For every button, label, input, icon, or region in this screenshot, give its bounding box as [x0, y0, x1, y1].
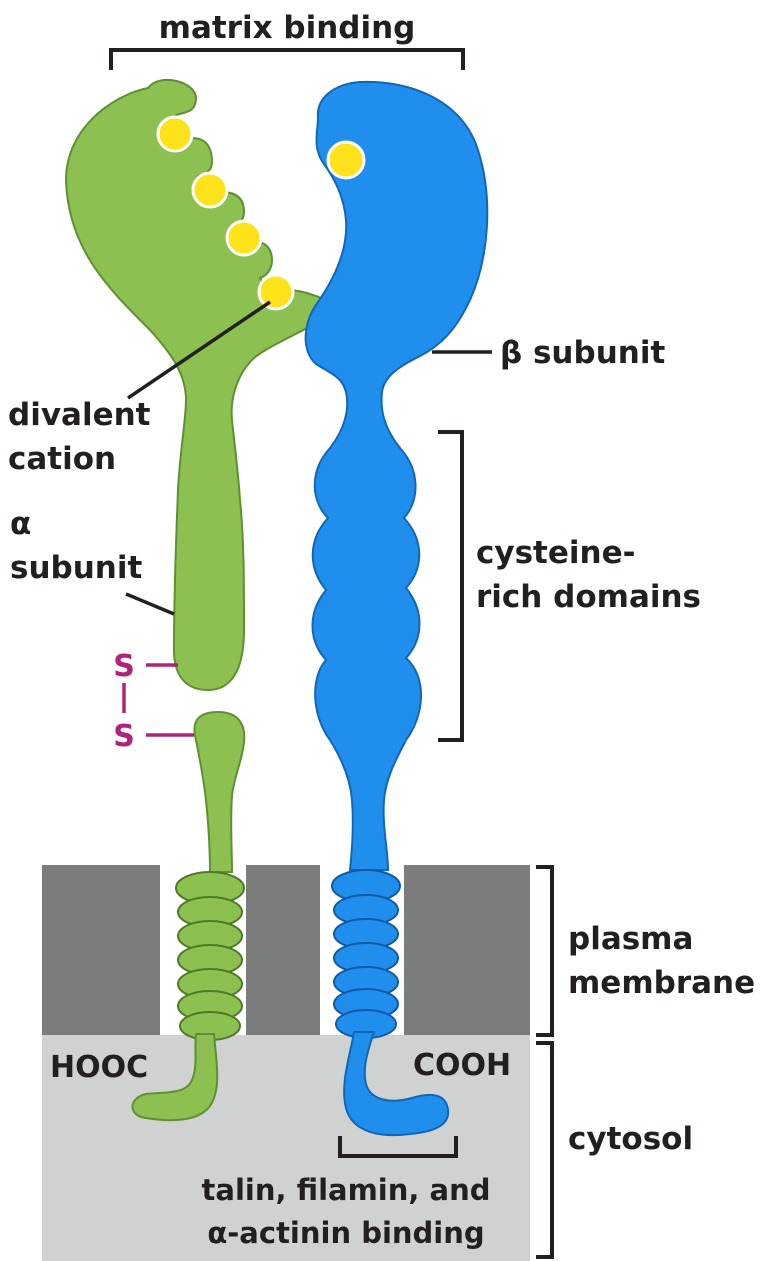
alpha-lower-chain — [194, 712, 244, 872]
membrane-block-right — [404, 865, 530, 1035]
divalent-cation-3 — [227, 221, 261, 255]
cooh-label: COOH — [413, 1048, 511, 1083]
cysteine-rich-label-line2: rich domains — [476, 579, 701, 615]
divalent-cation-beta — [328, 142, 364, 178]
hooc-label: HOOC — [50, 1050, 148, 1085]
plasma-membrane — [42, 865, 530, 1035]
disulfide-s-top: S — [113, 649, 135, 684]
alpha-subunit-label-line1: α — [10, 506, 31, 542]
matrix-binding-label: matrix binding — [159, 10, 416, 46]
plasma-membrane-label-line1: plasma — [568, 921, 693, 957]
plasma-membrane-bracket — [538, 867, 552, 1035]
cytosol-label: cytosol — [568, 1121, 693, 1157]
membrane-block-left — [42, 865, 160, 1035]
disulfide-s-bottom: S — [113, 719, 135, 754]
talin-binding-label-line1: talin, filamin, and — [202, 1173, 491, 1207]
talin-binding-label-line2: α-actinin binding — [207, 1216, 484, 1250]
alpha-head — [66, 80, 325, 690]
alpha-subunit-leader — [126, 594, 174, 614]
alpha-subunit-label-line2: subunit — [10, 550, 142, 586]
cysteine-rich-label-line1: cysteine- — [476, 535, 635, 571]
divalent-cation-2 — [193, 173, 227, 207]
plasma-membrane-label-line2: membrane — [568, 965, 755, 1001]
divalent-cation-label-line1: divalent — [8, 397, 151, 433]
matrix-binding-bracket — [111, 50, 463, 68]
membrane-block-middle — [246, 865, 320, 1035]
beta-transmembrane-helix — [332, 870, 400, 1038]
alpha-transmembrane-helix — [176, 872, 244, 1040]
divalent-cation-1 — [158, 117, 192, 151]
cytosol-bracket — [538, 1043, 552, 1257]
beta-subunit-label: β subunit — [500, 335, 665, 371]
cysteine-rich-bracket — [440, 432, 462, 740]
divalent-cation-label-line2: cation — [8, 441, 116, 477]
